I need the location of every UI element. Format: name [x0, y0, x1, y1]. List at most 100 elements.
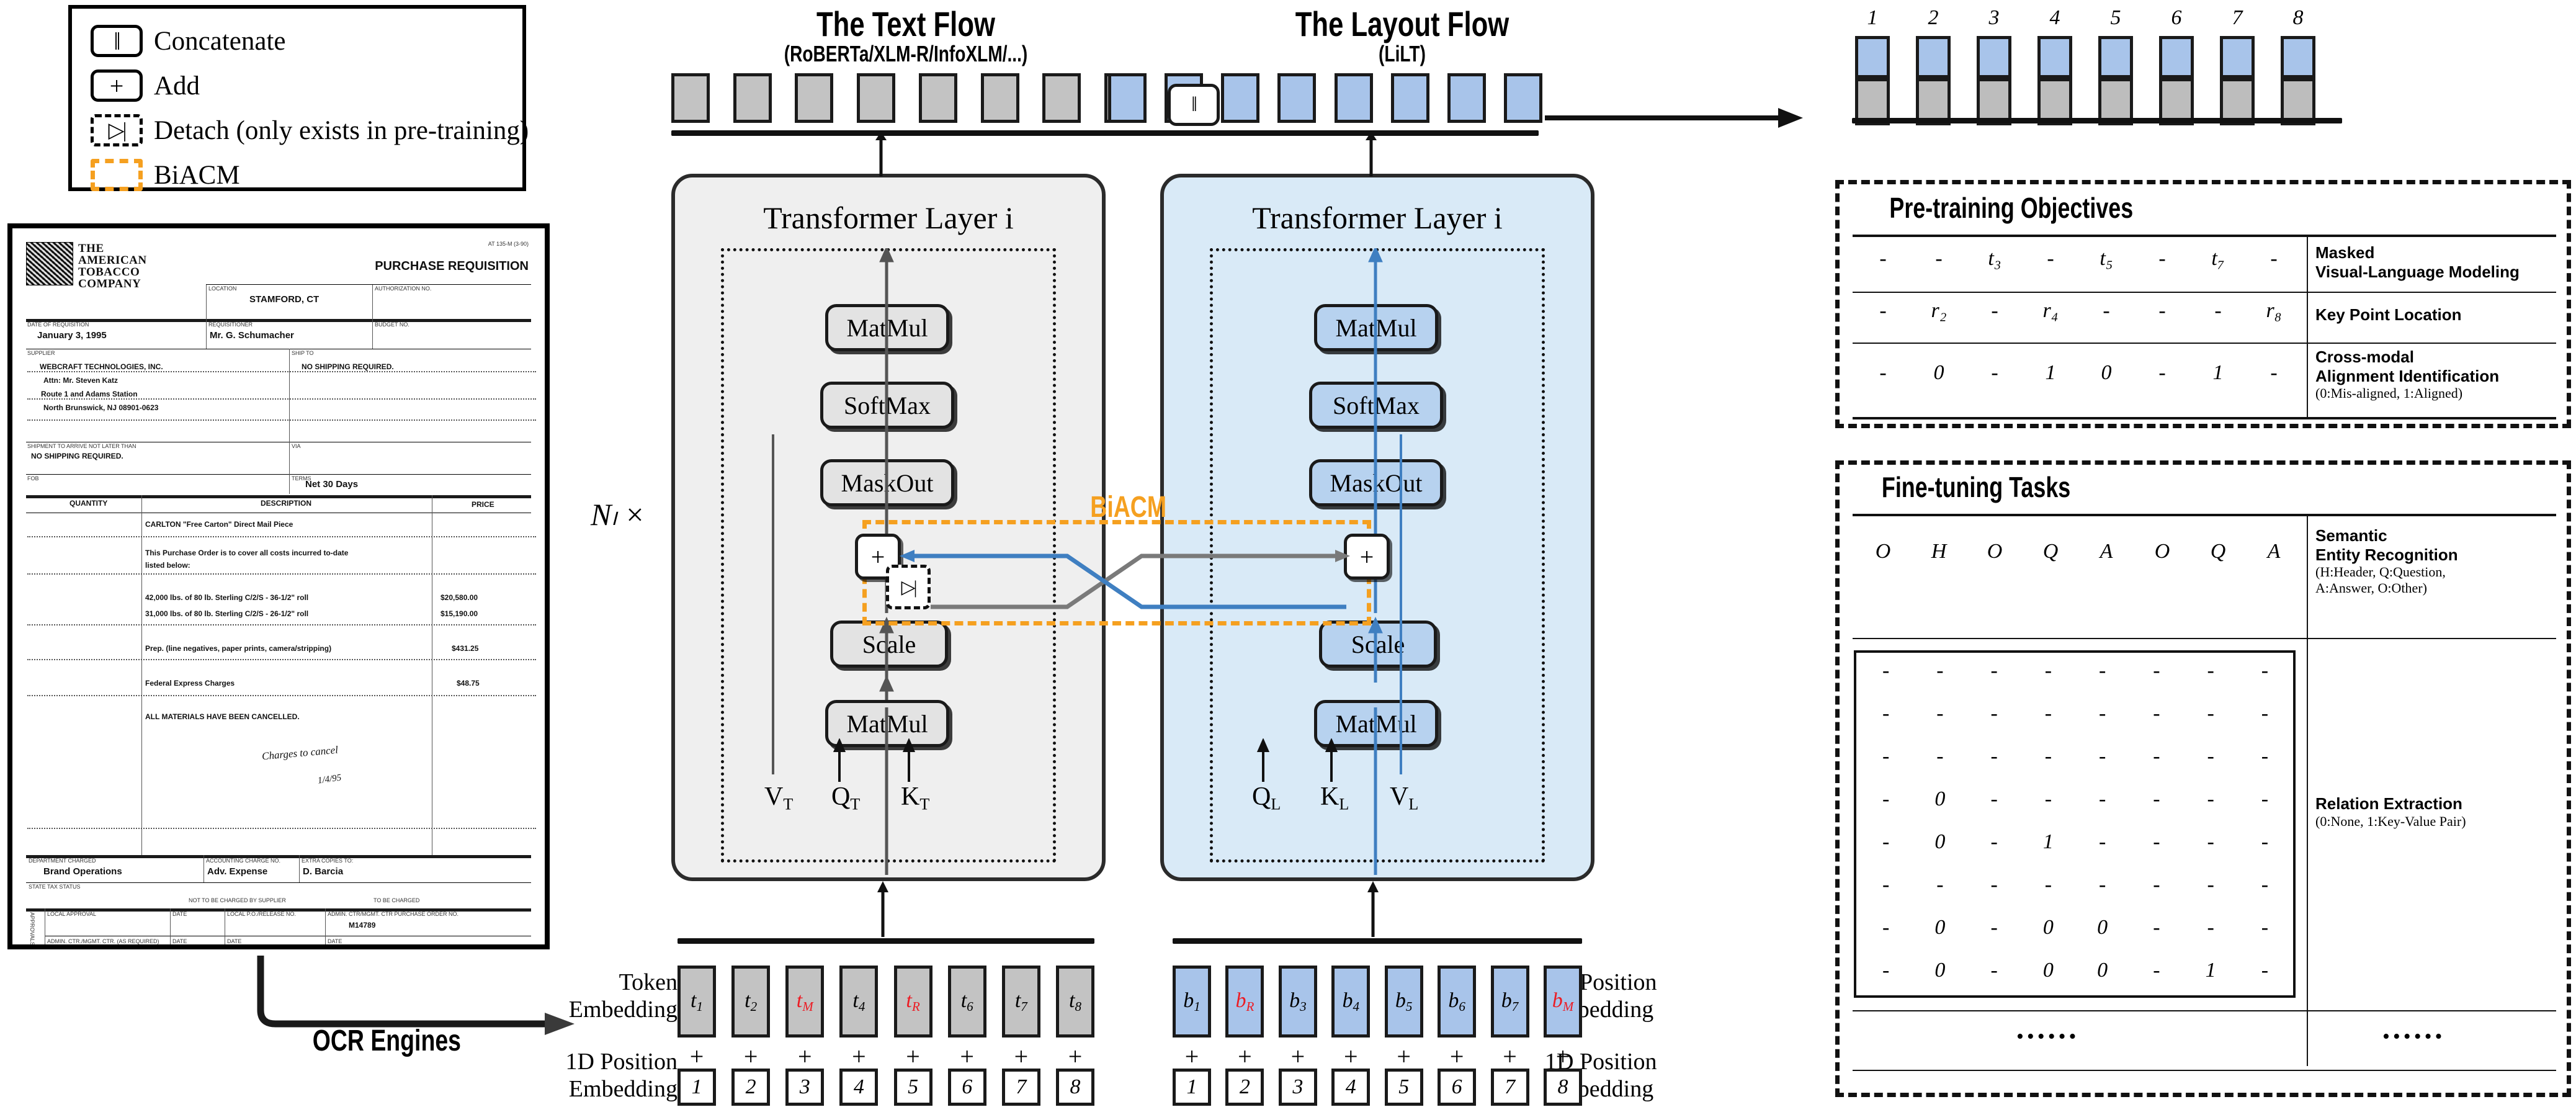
- company-line-3: TOBACCO: [78, 266, 140, 279]
- pretraining-cell: 1: [2045, 361, 2056, 384]
- layout-token-cell: bM: [1544, 966, 1582, 1038]
- text-position-cell: 2: [731, 1069, 771, 1106]
- relation-matrix-cell: -: [2207, 873, 2214, 896]
- pretraining-cell: -: [2158, 247, 2166, 270]
- text-position-cell: 3: [785, 1069, 825, 1106]
- layout-flow-subtitle: (LiLT): [1379, 41, 1426, 66]
- text-flow-subtitle: (RoBERTa/XLM-R/InfoXLM/...): [784, 41, 1028, 66]
- text-add-sign: +: [960, 1042, 974, 1070]
- layout-position-cell: 4: [1331, 1069, 1371, 1106]
- field-value-requisitioner-text: Mr. G. Schumacher: [210, 330, 294, 341]
- pretraining-cell: t₇: [2211, 247, 2225, 270]
- shipto-value: NO SHIPPING REQUIRED.: [302, 362, 394, 371]
- table-row: 42,000 lbs. of 80 lb. Sterling C/2/S - 3…: [145, 593, 309, 602]
- footer-key-copies: EXTRA COPIES TO:: [302, 858, 354, 864]
- finetuning-title: Fine-tuning Tasks: [1881, 471, 2071, 503]
- pretraining-cell: t₃: [1988, 247, 2001, 270]
- layout-output-token: [1221, 73, 1260, 123]
- output-bus: [1852, 118, 2342, 123]
- relation-matrix-cell: -: [1990, 659, 1998, 682]
- text-flow-internal-arrows: [879, 248, 894, 875]
- pretraining-rule-2: [1853, 343, 2556, 344]
- text-position-cell: 8: [1056, 1069, 1094, 1106]
- layout-output-token: [1334, 73, 1373, 123]
- ser-cell: O: [1875, 540, 1891, 563]
- layout-output-token: [1390, 73, 1429, 123]
- approval-key-1c: LOCAL P.O./RELEASE NO.: [227, 911, 297, 917]
- relation-matrix-cell: -: [2207, 830, 2214, 853]
- relation-matrix-cell: 0: [2097, 959, 2108, 982]
- layout-position-cell: 3: [1278, 1069, 1317, 1106]
- pretraining-rule-bottom: [1853, 417, 2556, 419]
- relation-matrix-cell: 1: [2042, 830, 2054, 853]
- relation-matrix-cell: -: [1882, 873, 1890, 896]
- text-token-cell: tM: [785, 966, 825, 1038]
- ser-cell: O: [2154, 540, 2170, 563]
- terms-label: TERMS: [292, 475, 311, 482]
- pretraining-cell: -: [1879, 299, 1887, 322]
- layout-add-sign: +: [1503, 1042, 1517, 1070]
- footer-value-acct: Adv. Expense: [207, 866, 268, 877]
- text-embedding-to-panel-arrow: [877, 881, 888, 937]
- biacm-crossing-wires: [900, 550, 1350, 609]
- output-bar-layout-part: [2159, 36, 2194, 78]
- field-key-location: LOCATION: [208, 285, 237, 292]
- pretraining-cell: -: [1991, 361, 1998, 384]
- pretraining-cell: -: [2158, 299, 2166, 322]
- pretraining-cell: r₂: [1931, 299, 1947, 322]
- table-row: Federal Express Charges: [145, 679, 235, 688]
- text-position-cell: 6: [947, 1069, 986, 1106]
- ser-cell: Q: [2042, 540, 2059, 563]
- layout-output-token: [1447, 73, 1486, 123]
- relation-matrix-cell: -: [2044, 873, 2052, 896]
- layout-position-cell: 6: [1438, 1069, 1477, 1106]
- table-row: This Purchase Order is to cover all cost…: [145, 549, 349, 557]
- relation-matrix-cell: -: [1990, 830, 1998, 853]
- layout-position-cell: 1: [1173, 1069, 1211, 1106]
- finetuning-col-divider: [2307, 514, 2308, 1066]
- layout-output-token: [1277, 73, 1317, 123]
- layout-position-cell: 5: [1384, 1069, 1423, 1106]
- layout-add-node: +: [1344, 534, 1390, 580]
- layout-transformer-label: Transformer Layer i: [1252, 200, 1503, 235]
- relation-matrix-cell: 0: [1934, 916, 1946, 939]
- layout-flow-title: The Layout Flow: [1295, 4, 1509, 43]
- biacm-label: BiACM: [1090, 491, 1167, 524]
- output-bar-text-part: [2281, 78, 2315, 125]
- layout-add-sign: +: [1397, 1042, 1411, 1070]
- relation-matrix-cell: -: [2044, 787, 2052, 810]
- footer-value-copies: D. Barcia: [303, 866, 344, 877]
- output-arrow: [1545, 108, 1803, 128]
- relation-matrix-cell: -: [2153, 787, 2160, 810]
- layout-add-sign: +: [1290, 1042, 1305, 1070]
- relation-matrix-cell: -: [2153, 959, 2160, 982]
- finetuning-rule-top: [1853, 514, 2556, 516]
- relation-matrix-cell: -: [2044, 659, 2052, 682]
- table-price: $20,580.00: [441, 593, 478, 602]
- text-token-cell: t7: [1001, 966, 1040, 1038]
- layout-qk-arrows: [1256, 738, 1338, 782]
- finetuning-panel: [1835, 460, 2571, 1097]
- relation-matrix-cell: -: [2261, 916, 2269, 939]
- ser-cell: Q: [2210, 540, 2226, 563]
- pretraining-title: Pre-training Objectives: [1889, 192, 2134, 224]
- output-index-label: 2: [1928, 6, 1939, 29]
- biacm-icon: [91, 159, 143, 191]
- layout-position-cell: 8: [1544, 1069, 1582, 1106]
- text-input-q: QT: [831, 782, 861, 813]
- text-plus-row: ++++++++: [678, 1042, 1094, 1070]
- text-output-token: [918, 73, 957, 123]
- text-transformer-label: Transformer Layer i: [763, 200, 1014, 235]
- text-position-cell: 1: [678, 1069, 716, 1106]
- output-index-label: 4: [2049, 6, 2060, 29]
- field-key-date: DATE OF REQUISITION: [27, 321, 89, 328]
- layout-output-token: [1108, 73, 1147, 123]
- output-index-label: 1: [1867, 6, 1878, 29]
- layout-input-q: QL: [1252, 782, 1281, 813]
- relation-matrix-cell: -: [1882, 830, 1890, 853]
- ocr-arrow: [257, 956, 575, 1035]
- relation-matrix-cell: -: [1990, 873, 1998, 896]
